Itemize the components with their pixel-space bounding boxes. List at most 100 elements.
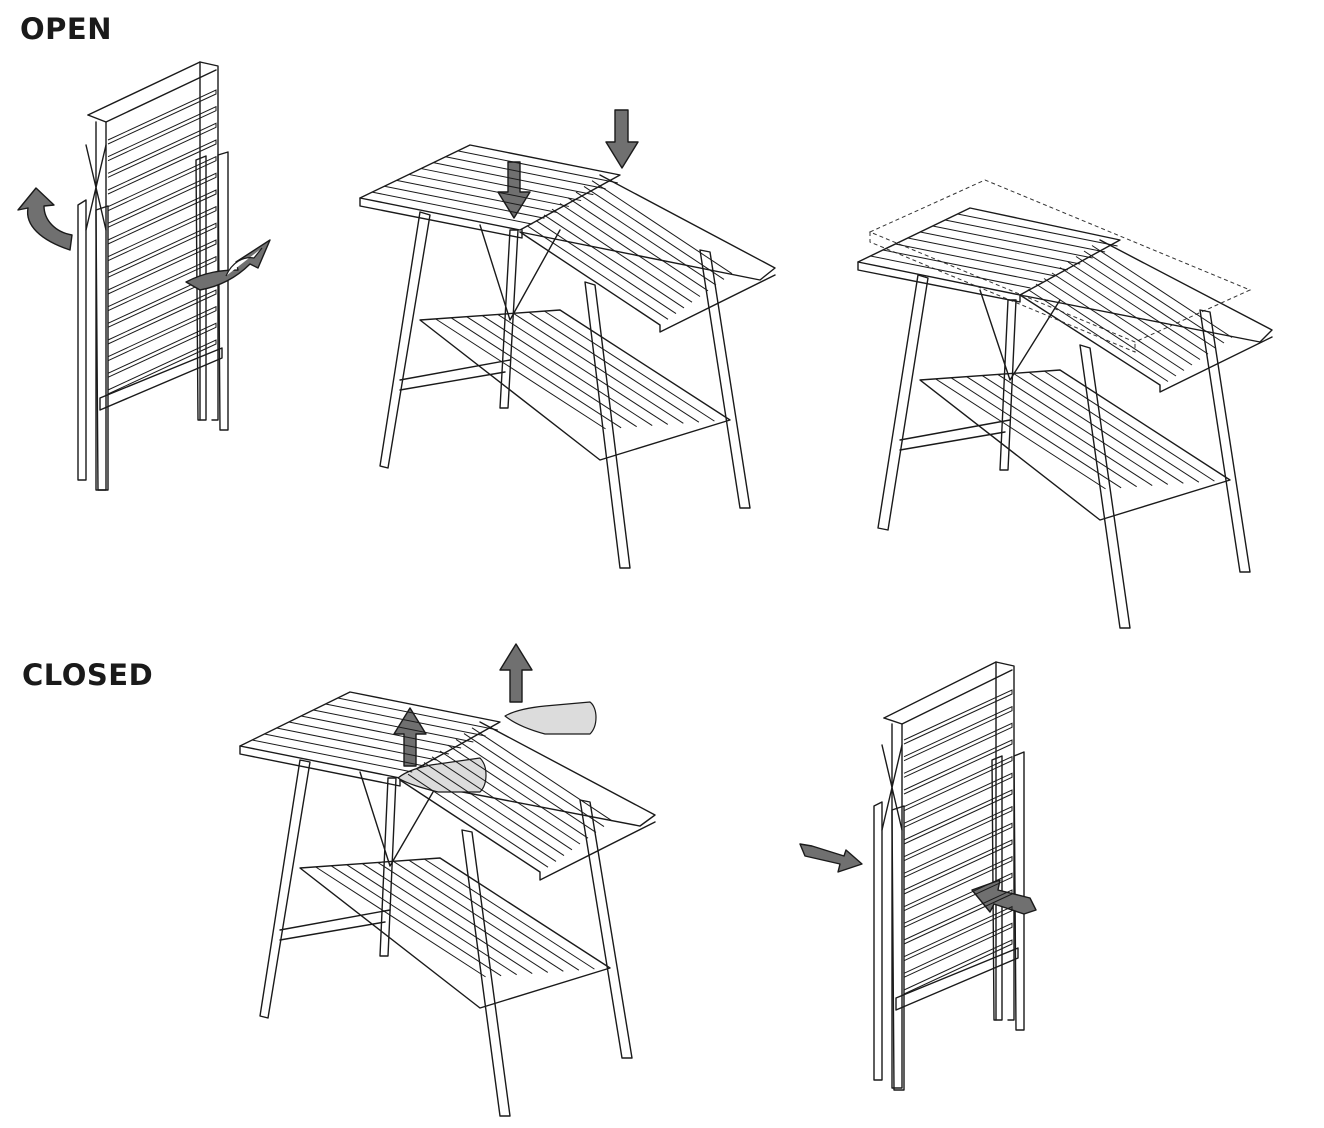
- rack-rung: [1028, 371, 1200, 483]
- rack-rung: [903, 855, 1013, 912]
- rack-rung: [551, 208, 693, 303]
- open-rack-step3: [857, 179, 1273, 629]
- opening-rack-step2: [359, 109, 776, 569]
- rack-rung: [481, 315, 653, 426]
- rack-rung: [377, 862, 549, 973]
- rack-rung: [1027, 289, 1169, 382]
- rack-rung: [107, 222, 217, 278]
- rack-rung: [408, 173, 569, 207]
- rack-rung: [415, 767, 557, 862]
- rack-rung: [372, 191, 533, 225]
- rack-rung: [903, 889, 1013, 945]
- rack-rung: [433, 162, 594, 196]
- wing-rungs: [252, 697, 498, 773]
- rack-rung: [903, 705, 1013, 762]
- rack-rung: [252, 739, 413, 773]
- rack-rung: [107, 172, 217, 228]
- rack-rung: [528, 311, 700, 423]
- push-in-arrow: [799, 843, 863, 873]
- rack-rung: [107, 205, 217, 262]
- rack-rung: [903, 939, 1013, 995]
- rack-rung: [997, 374, 1169, 485]
- rack-rung: [1075, 256, 1217, 349]
- rack-rung: [535, 220, 677, 315]
- rack-rung: [107, 89, 217, 145]
- rack-rung: [107, 322, 217, 378]
- push-down-arrow: [605, 109, 639, 169]
- rack-rung: [424, 858, 595, 970]
- rack-rung: [107, 139, 217, 195]
- rack-rung: [361, 863, 533, 974]
- rack-rung: [1059, 267, 1201, 360]
- wing-rungs: [870, 213, 1118, 289]
- rack-rung: [447, 744, 589, 839]
- rack-rung: [513, 312, 684, 424]
- hand-icon: [504, 701, 597, 735]
- rack-rung: [276, 727, 437, 761]
- rack-rung: [527, 225, 669, 320]
- rack-rung: [107, 339, 217, 395]
- rotate-arrow: [17, 187, 73, 251]
- rack-rung: [907, 237, 1068, 271]
- rack-rung: [384, 185, 545, 219]
- rack-rung: [408, 859, 580, 971]
- rack-rung: [583, 185, 725, 280]
- folded-rack-closed-step5: [799, 661, 1037, 1091]
- rack-rung: [591, 180, 733, 275]
- rack-rung: [435, 318, 606, 430]
- rack-rung: [903, 872, 1013, 928]
- rack-rung: [313, 709, 474, 743]
- wing-rungs: [1027, 245, 1233, 382]
- rack-rung: [945, 219, 1106, 253]
- rack-rung: [107, 189, 217, 245]
- rack-rung: [981, 375, 1153, 486]
- rack-rung: [301, 715, 462, 749]
- rack-rung: [471, 727, 613, 822]
- wing-rungs: [435, 310, 715, 430]
- rack-rung: [346, 864, 517, 976]
- rack-rung: [1083, 250, 1225, 344]
- rack-rung: [870, 255, 1031, 289]
- lifting-rack-step4: [239, 643, 656, 1117]
- rack-rung: [903, 772, 1013, 828]
- rack-rung: [450, 317, 622, 429]
- rack-rung: [903, 689, 1013, 745]
- rack-rung: [1067, 261, 1209, 355]
- rack-rung: [903, 755, 1013, 812]
- rack-rung: [1035, 283, 1177, 377]
- rack-rung: [932, 225, 1093, 259]
- rack-rung: [431, 756, 573, 851]
- rack-rung: [903, 739, 1013, 795]
- rack-rung: [903, 805, 1013, 862]
- rack-rung: [559, 203, 701, 297]
- rack-rung: [920, 231, 1081, 265]
- folded-rack-open-step1: [17, 61, 271, 491]
- wing-rungs: [935, 370, 1215, 490]
- rack-rung: [421, 168, 582, 202]
- rack-rung: [455, 738, 597, 833]
- rack-rung: [1043, 278, 1185, 371]
- rack-rung: [567, 197, 709, 292]
- wing-rungs: [315, 858, 595, 978]
- rack-rung: [903, 789, 1013, 845]
- unfold-arrow: [185, 239, 271, 291]
- rack-rung: [544, 310, 715, 422]
- rack-rung: [497, 314, 669, 425]
- push-in-arrow: [971, 879, 1037, 915]
- rack-rung: [543, 214, 685, 309]
- rack-rung: [396, 179, 557, 213]
- rack-rung: [935, 378, 1106, 490]
- rack-rung: [575, 191, 717, 286]
- rack-rung: [315, 866, 486, 978]
- rack-rung: [107, 155, 217, 212]
- rack-rung: [903, 839, 1013, 895]
- rack-rung: [1013, 372, 1184, 484]
- rack-rung: [445, 156, 606, 190]
- rack-rung: [957, 213, 1118, 247]
- rack-rung: [457, 150, 618, 184]
- rack-rung: [107, 122, 217, 178]
- rack-rung: [903, 822, 1013, 878]
- rack-rung: [325, 703, 486, 737]
- rack-rung: [393, 860, 564, 972]
